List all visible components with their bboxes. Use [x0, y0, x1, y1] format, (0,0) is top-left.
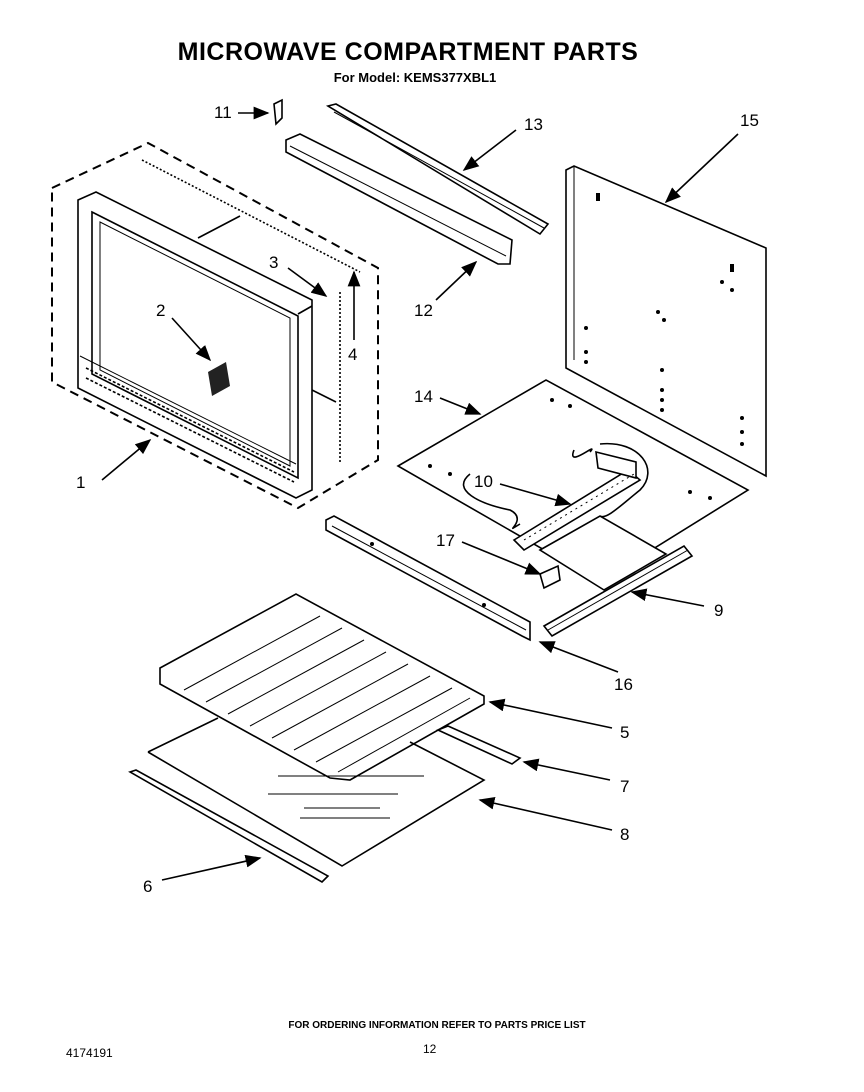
callout-14: 14: [414, 387, 433, 406]
document-number: 4174191: [66, 1046, 113, 1060]
leader-lines: [101, 106, 739, 881]
callout-15: 15: [740, 111, 759, 130]
shelf-part-5: [159, 593, 485, 781]
callout-12: 12: [414, 301, 433, 320]
callout-13: 13: [524, 115, 543, 134]
callout-8: 8: [620, 825, 629, 844]
spacer-part-17: [539, 564, 561, 590]
page-number: 12: [423, 1042, 437, 1056]
callout-2: 2: [156, 301, 165, 320]
grille-part-2: [208, 362, 230, 396]
vent-slots: [85, 367, 295, 483]
rail-part-12: [285, 133, 513, 265]
callout-1: 1: [76, 473, 85, 492]
bracket-part-10: [512, 450, 668, 591]
callout-7: 7: [620, 777, 629, 796]
callout-6: 6: [143, 877, 152, 896]
callout-3: 3: [269, 253, 278, 272]
rail-part-6: [128, 769, 330, 883]
callout-10: 10: [474, 472, 493, 491]
callout-4: 4: [348, 345, 357, 364]
clip-part-11: [273, 98, 283, 126]
callout-17: 17: [436, 531, 455, 550]
rail-part-13: [325, 103, 550, 236]
back-panel-part-15: [565, 165, 767, 478]
page-title: MICROWAVE COMPARTMENT PARTS: [177, 38, 639, 66]
callout-labels: 1 2 3 4 5 6 7 8 9 10 11 12 13 14 15 16 1…: [76, 103, 759, 896]
rail-part-9: [542, 544, 694, 638]
front-frame-assembly: [51, 141, 379, 510]
callout-5: 5: [620, 723, 629, 742]
model-subtitle: For Model: KEMS377XBL1: [333, 70, 497, 85]
tray-part-8: [147, 717, 486, 867]
callout-16: 16: [614, 675, 633, 694]
callout-9: 9: [714, 601, 723, 620]
callout-11: 11: [214, 103, 232, 122]
rail-part-16: [325, 515, 531, 642]
rail-part-7: [435, 725, 522, 765]
ordering-info-note: FOR ORDERING INFORMATION REFER TO PARTS …: [288, 1020, 586, 1031]
